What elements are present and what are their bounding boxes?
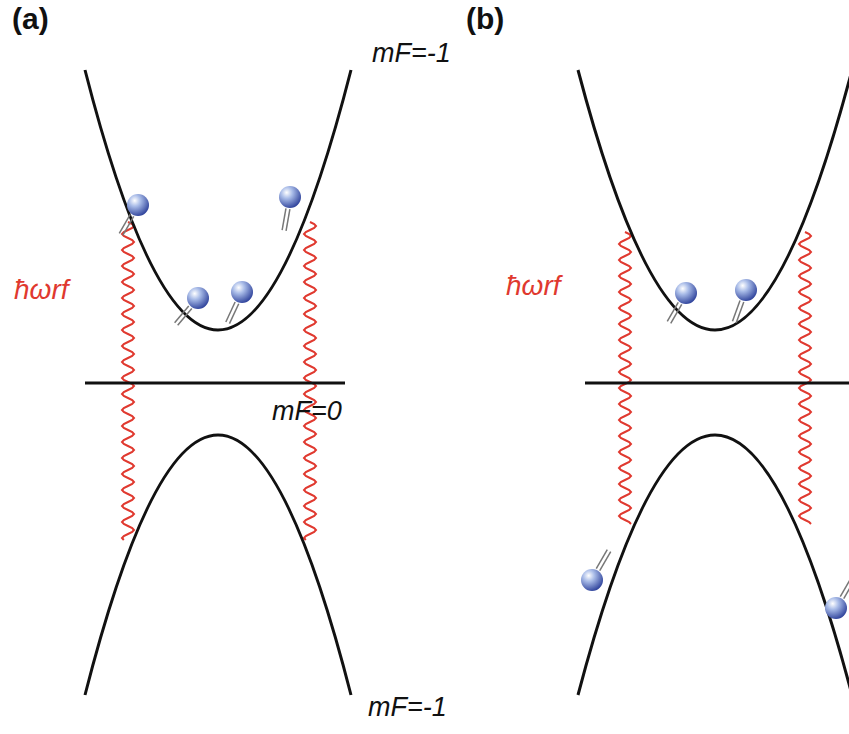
rf-wave xyxy=(304,222,316,540)
atom xyxy=(667,282,697,323)
rf-wave xyxy=(122,222,134,540)
untrapped-level xyxy=(85,382,345,385)
panel-label: (a) xyxy=(12,4,49,34)
rf-wave xyxy=(619,232,631,524)
state-label: mF=0 xyxy=(272,398,342,425)
anti-trap-potential xyxy=(85,435,351,695)
atom xyxy=(581,550,611,591)
atom xyxy=(119,194,149,235)
panel-label: (b) xyxy=(466,4,504,34)
atom xyxy=(825,578,849,619)
trap-potential xyxy=(578,70,849,330)
rf-label: ħωrf xyxy=(506,272,560,300)
untrapped-level xyxy=(585,382,849,385)
anti-trap-potential xyxy=(578,435,849,695)
atom xyxy=(175,287,209,325)
state-label: mF=-1 xyxy=(368,694,447,721)
rf-transition xyxy=(122,222,811,540)
atom xyxy=(732,279,757,323)
rf-label: ħωrf xyxy=(14,276,68,304)
trap-potential xyxy=(85,70,351,330)
atom xyxy=(226,281,253,324)
rf-wave xyxy=(799,232,811,524)
state-label: mF=-1 xyxy=(372,40,451,67)
atom xyxy=(279,186,301,231)
